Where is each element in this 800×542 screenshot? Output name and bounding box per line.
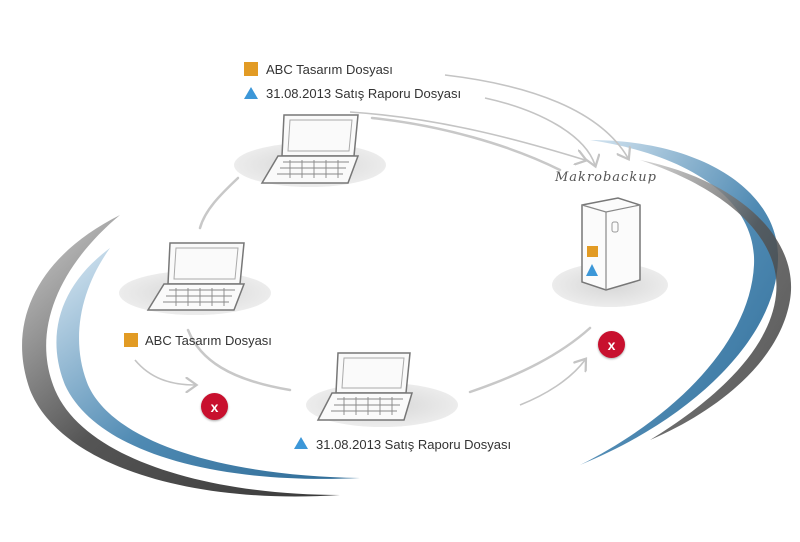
- bottom-file-label: 31.08.2013 Satış Raporu Dosyası: [316, 437, 511, 452]
- laptop-top: [234, 114, 386, 187]
- ring-swoosh: [22, 140, 792, 497]
- server-file-b-icon: [586, 264, 598, 276]
- server-tower: [552, 197, 668, 307]
- top-file-a-icon: [244, 62, 258, 76]
- top-file-2-text: 31.08.2013 Satış Raporu Dosyası: [266, 86, 462, 101]
- left-file-text: ABC Tasarım Dosyası: [145, 333, 272, 348]
- bottom-file-b-icon: [294, 437, 308, 449]
- top-file-1-label: ABC Tasarım Dosyası: [266, 62, 393, 77]
- bottom-file-text: 31.08.2013 Satış Raporu Dosyası: [316, 437, 512, 452]
- sketch-connections: [186, 116, 592, 394]
- upload-arrows: [349, 74, 628, 165]
- fail-x-glyph: x: [607, 336, 616, 353]
- top-file-2-label: 31.08.2013 Satış Raporu Dosyası: [266, 86, 461, 101]
- laptop-bottom: [306, 352, 458, 427]
- top-file-b-icon: [244, 87, 258, 99]
- server-file-a-icon: [587, 246, 598, 257]
- laptop-left: [119, 242, 271, 315]
- top-file-1-text: ABC Tasarım Dosyası: [266, 62, 393, 77]
- failed-arrows: [134, 360, 585, 406]
- fail-x-icon: x: [201, 393, 228, 420]
- server-name-label: Makrobackup: [555, 170, 657, 185]
- left-file-label: ABC Tasarım Dosyası: [145, 333, 272, 348]
- fail-x-icon: x: [598, 331, 625, 358]
- fail-x-glyph: x: [210, 398, 219, 415]
- left-file-a-icon: [124, 333, 138, 347]
